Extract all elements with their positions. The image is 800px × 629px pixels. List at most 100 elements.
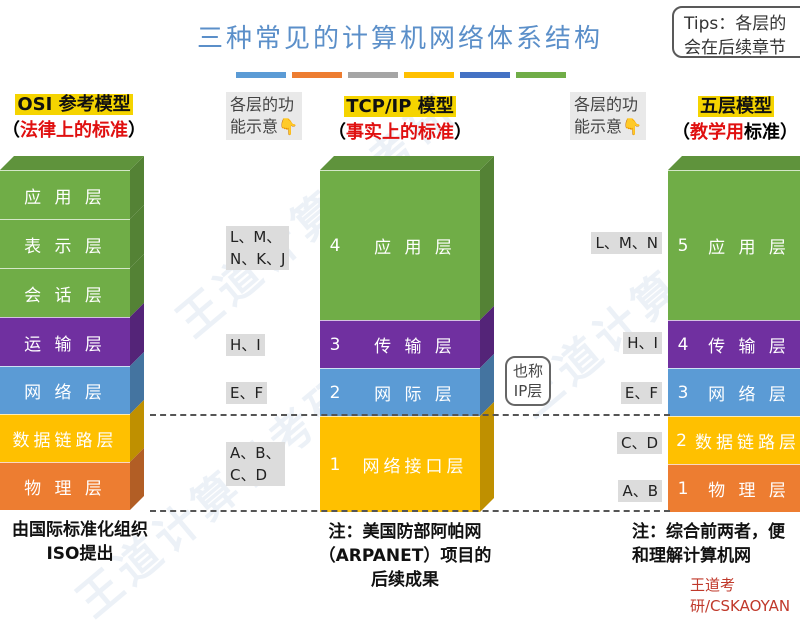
layer-number: 3 xyxy=(677,382,689,403)
layer-block: 4 应 用 层 xyxy=(320,170,480,320)
tcpip-layer-label: E、F xyxy=(226,382,268,404)
layer-number: 1 xyxy=(677,478,689,499)
layer-number: 2 xyxy=(676,430,687,451)
layer-name: 网 络 层 xyxy=(708,385,790,405)
five-sub-prefix: （ xyxy=(672,122,690,143)
five-sub-red: 教学用 xyxy=(690,122,744,143)
color-stripe xyxy=(348,72,398,78)
tcpip-layer-label: L、M、 N、K、J xyxy=(226,226,290,270)
tcpip-title: TCP/IP 模型 xyxy=(344,96,456,117)
layer-name: 应 用 层 xyxy=(374,238,456,258)
layer-block: 应 用 层 xyxy=(0,170,130,219)
layer-name: 传 输 层 xyxy=(374,337,456,357)
five-title: 五层模型 xyxy=(698,96,774,117)
five-layer-label: A、B xyxy=(618,480,662,502)
label-line1: H、I xyxy=(230,336,261,354)
label-line2: N、K、J xyxy=(230,250,286,268)
five-layer-label: C、D xyxy=(616,432,662,454)
osi-footer-line1: 由国际标准化组织 xyxy=(12,520,148,540)
tcpip-footer-line2: （ARPANET）项目的 xyxy=(318,546,492,566)
layer-name: 网 络 层 xyxy=(24,383,106,403)
layer-block: 数据链路层 xyxy=(0,414,130,462)
tcpip-sub-prefix: （ xyxy=(328,122,346,143)
layer-name: 应 用 层 xyxy=(24,187,106,208)
layer-name: 应 用 层 xyxy=(708,238,790,258)
five-layer-label: H、I xyxy=(623,332,662,354)
function-note-right: 各层的功 能示意👇 xyxy=(570,92,646,140)
five-layer-label: E、F xyxy=(620,382,662,404)
layer-number: 1 xyxy=(329,454,341,475)
osi-footer-line2: ISO提出 xyxy=(46,544,114,564)
osi-heading: OSI 参考模型 （法律上的标准） xyxy=(0,90,148,142)
tips-box: Tips：各层的 会在后续章节 xyxy=(672,6,800,58)
credit-text: 王道考研/CSKAOYAN xyxy=(690,576,791,615)
layer-number: 4 xyxy=(677,334,689,355)
color-stripe xyxy=(236,72,286,78)
five-footer-line2: 和理解计算机网 xyxy=(632,546,751,566)
layer-name: 网络接口层 xyxy=(362,457,468,477)
function-note-left-line2: 能示意👇 xyxy=(230,117,298,136)
layer-block: 1 物 理 层 xyxy=(668,464,800,512)
tcpip-layer-label: H、I xyxy=(226,334,265,356)
layer-block: 4 传 输 层 xyxy=(668,320,800,368)
layer-block: 5 应 用 层 xyxy=(668,170,800,320)
tcpip-heading: TCP/IP 模型 （事实上的标准） xyxy=(300,92,500,144)
five-heading: 五层模型 （教学用标准） xyxy=(672,92,800,144)
layer-block: 1 网络接口层 xyxy=(320,416,480,512)
layer-block: 网 络 层 xyxy=(0,366,130,414)
tcpip-footer-line3: 后续成果 xyxy=(371,570,439,590)
layer-number: 3 xyxy=(329,334,341,355)
stack-top xyxy=(0,156,144,170)
layer-block: 物 理 层 xyxy=(0,462,130,510)
five-footer-line1: 注：综合前两者，便 xyxy=(632,522,785,542)
layer-block: 运 输 层 xyxy=(0,317,130,366)
label-line1: A、B、 xyxy=(230,444,281,462)
function-note-right-line1: 各层的功 xyxy=(574,95,639,114)
layer-block: 会 话 层 xyxy=(0,268,130,317)
five-sub-suffix: 标准） xyxy=(744,122,798,143)
color-stripe xyxy=(404,72,454,78)
layer-name: 会 话 层 xyxy=(24,285,106,306)
osi-sub-suffix: ） xyxy=(128,120,146,141)
layer-name: 传 输 层 xyxy=(708,337,790,357)
tcpip-footer: 注：美国防部阿帕网 （ARPANET）项目的 后续成果 xyxy=(300,520,510,592)
label-line1: L、M、 xyxy=(230,228,282,246)
layer-name: 网 际 层 xyxy=(374,385,456,405)
color-stripe xyxy=(516,72,566,78)
ip-layer-callout: 也称 IP层 xyxy=(505,356,552,406)
layer-block: 表 示 层 xyxy=(0,219,130,268)
stack-top xyxy=(668,156,800,170)
layer-number: 4 xyxy=(329,235,341,256)
five-footer: 注：综合前两者，便 和理解计算机网 xyxy=(632,520,800,568)
osi-sub-red: 法律上的标准 xyxy=(20,120,128,141)
layer-name: 表 示 层 xyxy=(24,236,106,257)
five-layer-label: L、M、N xyxy=(591,232,662,254)
layer-name: 物 理 层 xyxy=(24,479,106,499)
layer-block: 3 网 络 层 xyxy=(668,368,800,416)
layer-number: 5 xyxy=(677,235,689,256)
callout-line1: 也称 xyxy=(513,362,544,380)
tips-line2: 会在后续章节 xyxy=(684,38,786,58)
page-title: 三种常见的计算机网络体系结构 xyxy=(196,24,603,54)
tips-line1: Tips：各层的 xyxy=(684,14,787,34)
stack-top xyxy=(320,156,494,170)
osi-sub-prefix: （ xyxy=(2,120,20,141)
tcpip-layer-label: A、B、C、D xyxy=(226,442,285,486)
color-stripe xyxy=(460,72,510,78)
tcpip-sub-red: 事实上的标准 xyxy=(346,122,454,143)
dashed-divider-upper xyxy=(150,414,670,416)
label-line1: E、F xyxy=(230,384,264,402)
function-note-left-line1: 各层的功 xyxy=(230,95,295,114)
osi-footer: 由国际标准化组织 ISO提出 xyxy=(0,518,160,566)
tcpip-footer-line1: 注：美国防部阿帕网 xyxy=(328,522,482,542)
dashed-divider-lower xyxy=(150,510,670,512)
function-note-left: 各层的功 能示意👇 xyxy=(226,92,302,140)
layer-name: 物 理 层 xyxy=(708,481,790,501)
layer-name: 数据链路层 xyxy=(12,431,118,451)
layer-side xyxy=(480,156,494,320)
function-note-right-line2: 能示意👇 xyxy=(574,117,642,136)
layer-name: 运 输 层 xyxy=(24,334,106,355)
color-stripe xyxy=(292,72,342,78)
